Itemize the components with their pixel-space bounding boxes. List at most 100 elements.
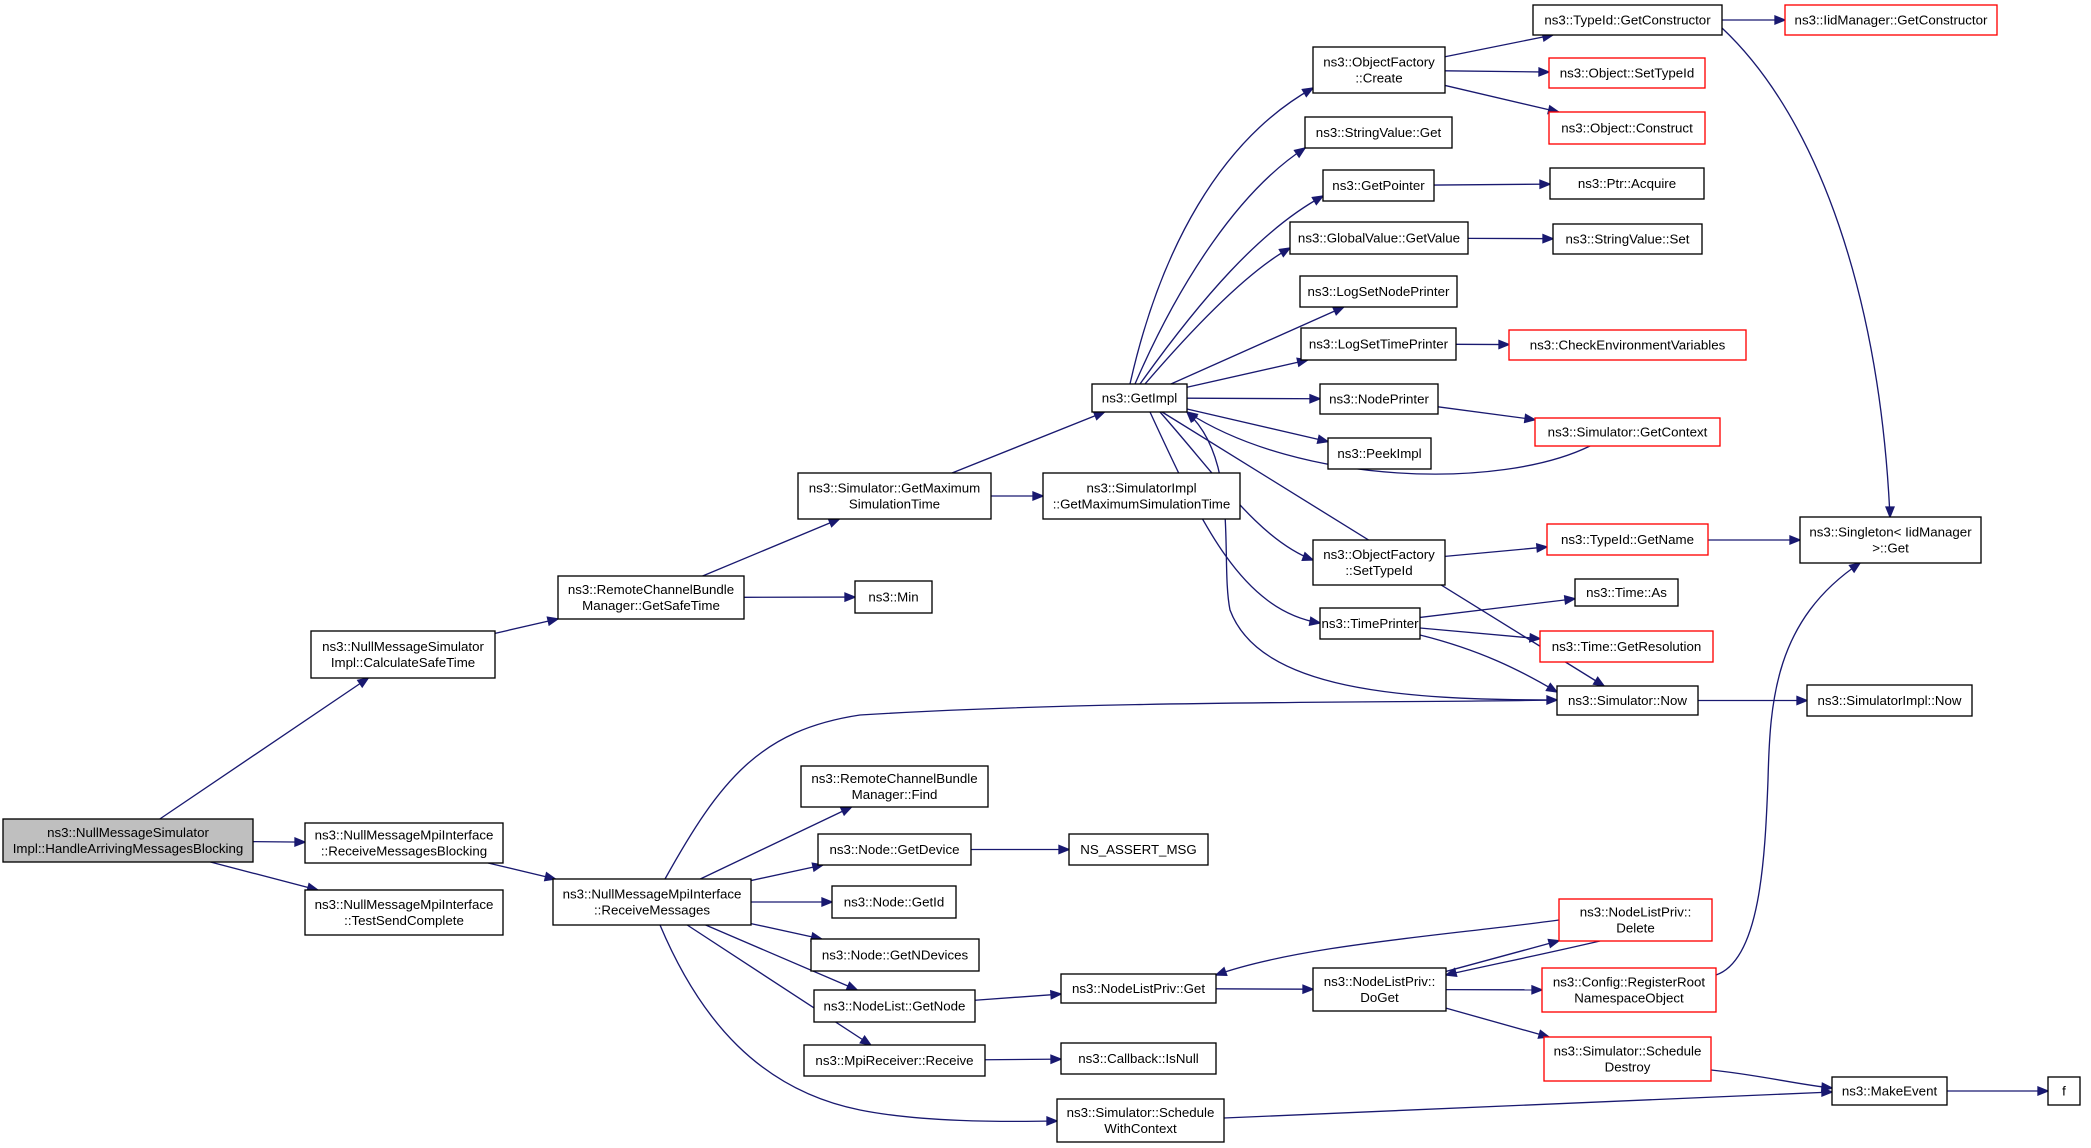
node-logsetnode[interactable]: ns3::LogSetNodePrinter bbox=[1299, 275, 1458, 308]
node-cbisnull[interactable]: ns3::Callback::IsNull bbox=[1060, 1042, 1217, 1075]
arrowhead bbox=[1531, 984, 1544, 995]
node-strvalget[interactable]: ns3::StringValue::Get bbox=[1304, 116, 1453, 149]
node-label-line: ns3::RemoteChannelBundle bbox=[568, 582, 734, 597]
arrowhead bbox=[1535, 542, 1549, 553]
edge-nlprivdoget-to-simscheddestroy bbox=[1445, 1007, 1551, 1039]
node-simnow[interactable]: ns3::Simulator::Now bbox=[1556, 685, 1699, 716]
node-timeas[interactable]: ns3::Time::As bbox=[1574, 578, 1679, 607]
node-min[interactable]: ns3::Min bbox=[854, 580, 933, 614]
node-box bbox=[1312, 539, 1446, 586]
node-label-line: ns3::TimePrinter bbox=[1321, 616, 1419, 631]
node-tidgetctor[interactable]: ns3::TypeId::GetConstructor bbox=[1532, 4, 1723, 36]
edge-getimpl-to-logsetnode bbox=[1170, 306, 1346, 385]
edge-nlprivdelete-to-nlprivget bbox=[1214, 919, 1560, 977]
edge-nodegetdevice-to-assertmsg bbox=[971, 844, 1071, 855]
node-getsafetime[interactable]: ns3::RemoteChannelBundleManager::GetSafe… bbox=[557, 575, 745, 620]
node-box bbox=[1312, 46, 1446, 94]
edge-line bbox=[951, 411, 1105, 474]
node-getimpl[interactable]: ns3::GetImpl bbox=[1091, 383, 1188, 413]
node-nodegetid[interactable]: ns3::Node::GetId bbox=[831, 885, 957, 919]
node-box bbox=[1548, 57, 1706, 89]
edge-nodelistgetnode-to-nlprivget bbox=[974, 989, 1063, 1001]
arrowhead bbox=[1050, 1054, 1063, 1065]
node-label-line: ns3::Time::GetResolution bbox=[1552, 639, 1702, 654]
node-label-line: ns3::NullMessageMpiInterface bbox=[315, 897, 494, 912]
edge-gvgetvalue-to-strvalset bbox=[1467, 233, 1555, 244]
node-box bbox=[1534, 417, 1721, 447]
node-label-line: ns3::SimulatorImpl::Now bbox=[1817, 693, 1961, 708]
node-recvmsgs[interactable]: ns3::NullMessageMpiInterface::ReceiveMes… bbox=[552, 878, 752, 926]
node-strvalset[interactable]: ns3::StringValue::Set bbox=[1552, 223, 1703, 255]
edge-nlprivdoget-to-nlprivdelete bbox=[1445, 938, 1561, 973]
edge-getimpl-to-getpointer bbox=[1139, 195, 1325, 385]
node-box bbox=[2, 818, 254, 863]
arrowhead bbox=[1538, 66, 1551, 77]
node-simimplgetmax[interactable]: ns3::SimulatorImpl::GetMaximumSimulation… bbox=[1042, 472, 1241, 520]
node-assertmsg[interactable]: NS_ASSERT_MSG bbox=[1068, 833, 1209, 866]
edge-getimpl-to-logsettime bbox=[1186, 357, 1310, 388]
node-nodegetdevice[interactable]: ns3::Node::GetDevice bbox=[817, 833, 972, 866]
node-makeevent[interactable]: ns3::MakeEvent bbox=[1831, 1076, 1948, 1106]
node-nlprivdoget[interactable]: ns3::NodeListPriv::DoGet bbox=[1312, 967, 1447, 1012]
edge-line bbox=[664, 699, 1558, 880]
node-label-line: ns3::PeekImpl bbox=[1337, 446, 1421, 461]
node-label-line: ns3::Config::RegisterRoot bbox=[1553, 975, 1706, 990]
node-box bbox=[1541, 967, 1717, 1013]
node-testsend[interactable]: ns3::NullMessageMpiInterface::TestSendCo… bbox=[304, 889, 504, 936]
node-tidgetname[interactable]: ns3::TypeId::GetName bbox=[1546, 523, 1709, 556]
node-label-line: ns3::StringValue::Set bbox=[1566, 232, 1690, 247]
node-box bbox=[813, 989, 976, 1023]
node-f[interactable]: f bbox=[2047, 1076, 2081, 1106]
node-label-line: ns3::Node::GetId bbox=[844, 895, 945, 910]
node-simgetmax[interactable]: ns3::Simulator::GetMaximumSimulationTime bbox=[797, 472, 992, 520]
edge-getsafetime-to-min bbox=[743, 592, 857, 603]
arrowhead bbox=[1302, 984, 1315, 995]
node-label-line: Manager::GetSafeTime bbox=[582, 598, 720, 613]
node-simimplnow[interactable]: ns3::SimulatorImpl::Now bbox=[1806, 684, 1973, 717]
arrowhead bbox=[1058, 844, 1071, 855]
node-ofsettypeid[interactable]: ns3::ObjectFactory::SetTypeId bbox=[1312, 539, 1446, 586]
node-label-line: ns3::SimulatorImpl bbox=[1086, 481, 1196, 496]
node-getpointer[interactable]: ns3::GetPointer bbox=[1322, 169, 1435, 202]
node-root[interactable]: ns3::NullMessageSimulatorImpl::HandleArr… bbox=[2, 818, 254, 863]
node-peekimpl[interactable]: ns3::PeekImpl bbox=[1327, 437, 1432, 470]
node-box bbox=[310, 630, 496, 679]
arrowhead bbox=[1545, 682, 1559, 693]
node-nodeprinter[interactable]: ns3::NodePrinter bbox=[1319, 383, 1439, 415]
node-label-line: ns3::Node::GetNDevices bbox=[822, 948, 969, 963]
edge-nodeprinter-to-simgetctx bbox=[1437, 406, 1537, 424]
node-box bbox=[552, 878, 752, 926]
node-ptracquire[interactable]: ns3::Ptr::Acquire bbox=[1549, 167, 1705, 200]
node-box bbox=[304, 822, 504, 864]
node-timeprinter[interactable]: ns3::TimePrinter bbox=[1319, 607, 1421, 640]
node-recvblocking[interactable]: ns3::NullMessageMpiInterface::ReceiveMes… bbox=[304, 822, 504, 864]
arrowhead bbox=[1050, 989, 1063, 1000]
node-nlprivget[interactable]: ns3::NodeListPriv::Get bbox=[1060, 973, 1217, 1004]
edge-simnow-to-simimplnow bbox=[1698, 695, 1809, 706]
node-label-line: Delete bbox=[1616, 921, 1654, 936]
node-label-line: NS_ASSERT_MSG bbox=[1080, 842, 1197, 857]
node-calcsafe[interactable]: ns3::NullMessageSimulatorImpl::Calculate… bbox=[310, 630, 496, 679]
node-ofcreate[interactable]: ns3::ObjectFactory::Create bbox=[1312, 46, 1446, 94]
node-checkenv[interactable]: ns3::CheckEnvironmentVariables bbox=[1508, 329, 1747, 361]
edge-root-to-testsend bbox=[210, 861, 320, 893]
node-iidgetctor[interactable]: ns3::IidManager::GetConstructor bbox=[1784, 4, 1998, 36]
node-objconstruct[interactable]: ns3::Object::Construct bbox=[1548, 111, 1706, 145]
node-label-line: NamespaceObject bbox=[1574, 991, 1684, 1006]
node-logsettime[interactable]: ns3::LogSetTimePrinter bbox=[1300, 327, 1457, 361]
node-singletonget[interactable]: ns3::Singleton< IidManager>::Get bbox=[1799, 516, 1982, 564]
edge-getimpl-to-strvalget bbox=[1134, 146, 1307, 385]
node-timegetres[interactable]: ns3::Time::GetResolution bbox=[1539, 630, 1714, 663]
node-gvgetvalue[interactable]: ns3::GlobalValue::GetValue bbox=[1289, 221, 1469, 255]
node-nodegetndev[interactable]: ns3::Node::GetNDevices bbox=[810, 938, 980, 972]
node-mpirecv[interactable]: ns3::MpiReceiver::Receive bbox=[803, 1044, 986, 1077]
node-objsettypeid[interactable]: ns3::Object::SetTypeId bbox=[1548, 57, 1706, 89]
node-nodelistgetnode[interactable]: ns3::NodeList::GetNode bbox=[813, 989, 976, 1023]
node-simgetctx[interactable]: ns3::Simulator::GetContext bbox=[1534, 417, 1721, 447]
node-nlprivdelete[interactable]: ns3::NodeListPriv::Delete bbox=[1558, 898, 1713, 942]
edge-timeprinter-to-simnow bbox=[1419, 634, 1559, 693]
